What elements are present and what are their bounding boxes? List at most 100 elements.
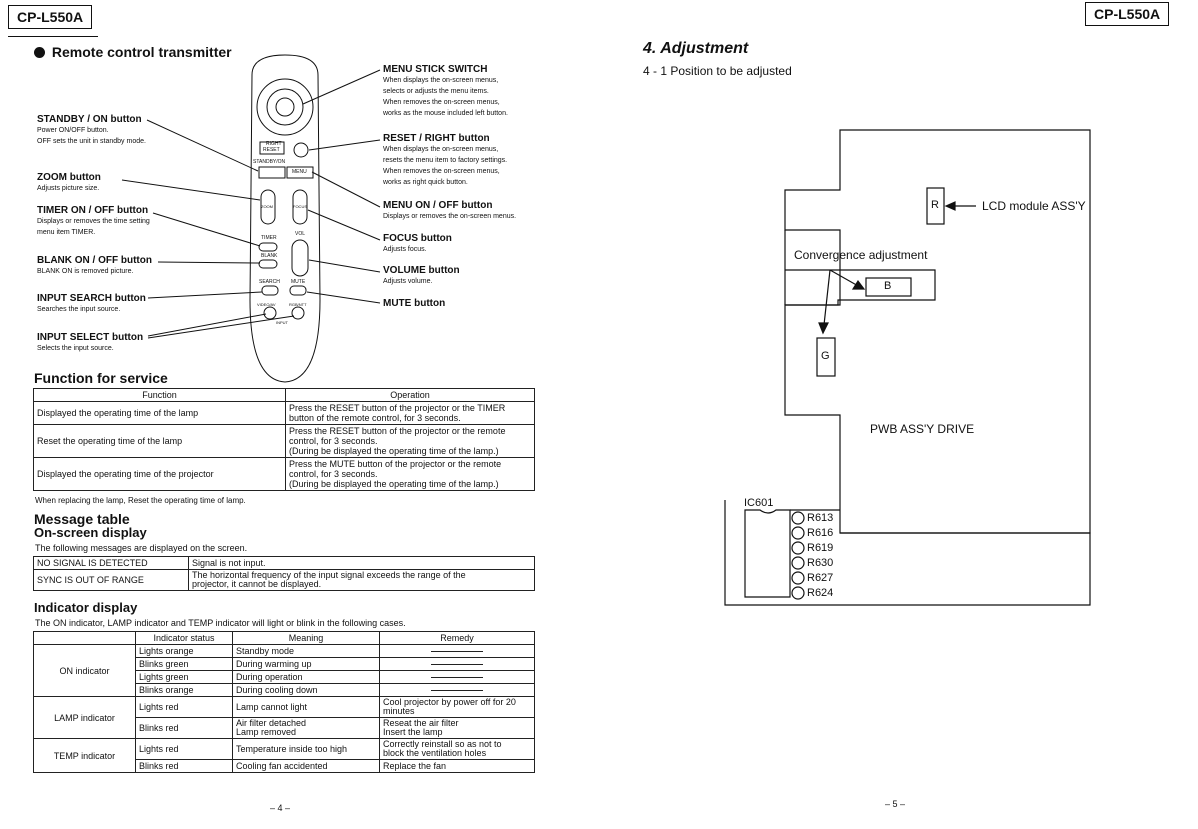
indicator-name-cell: LAMP indicator [33, 696, 136, 739]
model-label-right: CP-L550A [1085, 2, 1170, 26]
callout-desc: When removes the on-screen menus, [383, 99, 500, 106]
arrow-b-icon [851, 279, 866, 290]
dash-line [431, 677, 483, 679]
remote-label-text: FOCUS [293, 204, 307, 209]
remote-label-mute: MUTE [291, 279, 305, 285]
callout-zoom: ZOOM button Adjusts picture size. [37, 172, 101, 194]
resistor-label: R624 [807, 587, 834, 599]
remote-label-reset: RESET [263, 147, 280, 153]
table-cell: Standby mode [232, 644, 380, 658]
table-cell [379, 683, 535, 697]
cell-line: The horizontal frequency of the input si… [192, 570, 466, 580]
board-label: PWB ASS'Y DRIVE [870, 422, 975, 436]
callout-label: MENU ON / OFF button [383, 200, 493, 211]
message-table-intro: The following messages are displayed on … [35, 543, 248, 553]
table-cell: Reseat the air filter Insert the lamp [379, 717, 535, 739]
callout-desc: OFF sets the unit in standby mode. [37, 138, 146, 145]
callout-desc: When displays the on-screen menus, [383, 146, 499, 153]
callout-desc: Selects the input source. [37, 345, 114, 352]
callout-desc: works as the mouse included left button. [383, 110, 508, 117]
cell-line: minutes [383, 706, 415, 716]
callout-desc: menu item TIMER. [37, 229, 96, 236]
ic601-chip [744, 509, 791, 598]
header-rule [8, 36, 98, 37]
callout-label: BLANK ON / OFF button [37, 255, 152, 266]
video-key [263, 306, 277, 320]
resistor-label: R619 [807, 542, 834, 554]
cell-line: Reseat the air filter [383, 718, 459, 728]
stick-ring [266, 88, 304, 126]
table-cell: Blinks red [135, 759, 233, 773]
resistor-list: R613 R616 R619 R630 R627 R624 [807, 511, 833, 601]
remote-label-video: VIDEO/AV [257, 302, 276, 307]
dash-line [431, 664, 483, 666]
cell-line: Correctly reinstall so as not to [383, 739, 502, 749]
cell-line: (During be displayed the operating time … [289, 446, 499, 456]
table-cell: The horizontal frequency of the input si… [188, 569, 535, 591]
chip-b-label: B [884, 280, 892, 292]
convergence-label: Convergence adjustment [794, 248, 928, 262]
indicator-display-title: Indicator display [34, 600, 138, 615]
resistor-r624 [791, 586, 805, 600]
table-row: Blinks red Air filter detached Lamp remo… [34, 717, 535, 739]
table-cell: Cool projector by power off for 20 minut… [379, 696, 535, 718]
callout-menu-onoff: MENU ON / OFF button Displays or removes… [383, 200, 516, 222]
cell-line: control, for 3 seconds. [289, 436, 378, 446]
callout-label: INPUT SEARCH button [37, 293, 146, 304]
right-key [293, 142, 309, 158]
remote-label-text: VOL [295, 231, 306, 237]
table-cell: Press the RESET button of the projector … [285, 401, 535, 425]
table-cell: Lights green [135, 670, 233, 684]
lower-board-outline [724, 500, 1091, 606]
remote-label-right: RIGHT [266, 141, 282, 147]
table-cell: Lights orange [135, 644, 233, 658]
callout-mute: MUTE button [383, 298, 445, 309]
indicator-name-cell: TEMP indicator [33, 738, 136, 773]
lcd-module-label: LCD module ASS'Y [982, 199, 1086, 213]
table-cell: Press the RESET button of the projector … [285, 424, 535, 458]
model-text: CP-L550A [17, 9, 84, 25]
table-cell: Air filter detached Lamp removed [232, 717, 380, 739]
table-header-cell: Function [33, 388, 286, 402]
remote-body-outline [249, 54, 321, 383]
resistor-label: R616 [807, 527, 834, 539]
table-row: Reset the operating time of the lamp Pre… [33, 424, 535, 458]
table-cell [379, 644, 535, 658]
indicator-display-intro: The ON indicator, LAMP indicator and TEM… [35, 618, 406, 628]
board-outline [784, 129, 1091, 534]
remote-label-text: RIGHT [266, 141, 282, 147]
callout-input-search: INPUT SEARCH button Searches the input s… [37, 293, 146, 315]
callout-label: ZOOM button [37, 172, 101, 183]
table-header-row: Indicator status Meaning Remedy [33, 631, 535, 645]
callout-desc: resets the menu item to factory settings… [383, 157, 508, 164]
cell-line: button of the remote control, for 3 seco… [289, 413, 461, 423]
table-cell [379, 657, 535, 671]
model-text: CP-L550A [1094, 6, 1161, 22]
dash-line [431, 651, 483, 653]
callout-desc: Adjusts picture size. [37, 185, 100, 192]
callout-desc: When removes the on-screen menus, [383, 168, 500, 175]
table-cell: Blinks orange [135, 683, 233, 697]
cell-line: Press the RESET button of the projector … [289, 403, 506, 413]
table-cell: Correctly reinstall so as not to block t… [379, 738, 535, 760]
message-table-title: Message table [34, 511, 130, 527]
cell-line: Air filter detached [236, 718, 307, 728]
remote-label-text: RGB/NTT [289, 302, 307, 307]
table-cell: Displayed the operating time of the lamp [33, 401, 286, 425]
section-title-remote: Remote control transmitter [34, 44, 232, 60]
callout-reset-right: RESET / RIGHT button When displays the o… [383, 133, 507, 188]
function-service-title: Function for service [34, 370, 168, 386]
resistor-r616 [791, 526, 805, 540]
message-table: NO SIGNAL IS DETECTED Signal is not inpu… [33, 556, 535, 591]
table-row: Blinks red Cooling fan accidented Replac… [34, 759, 535, 773]
table-cell: Blinks green [135, 657, 233, 671]
resistor-label: R630 [807, 557, 834, 569]
cell-line: Insert the lamp [383, 727, 443, 737]
cell-line: Press the RESET button of the projector … [289, 426, 506, 436]
table-cell: Lights red [135, 738, 233, 760]
blank-key [258, 259, 278, 269]
remote-label-text: BLANK [261, 253, 278, 259]
resistor-label: R613 [807, 512, 834, 524]
remote-label-text: MENU [292, 169, 307, 175]
resistor-r627 [791, 571, 805, 585]
